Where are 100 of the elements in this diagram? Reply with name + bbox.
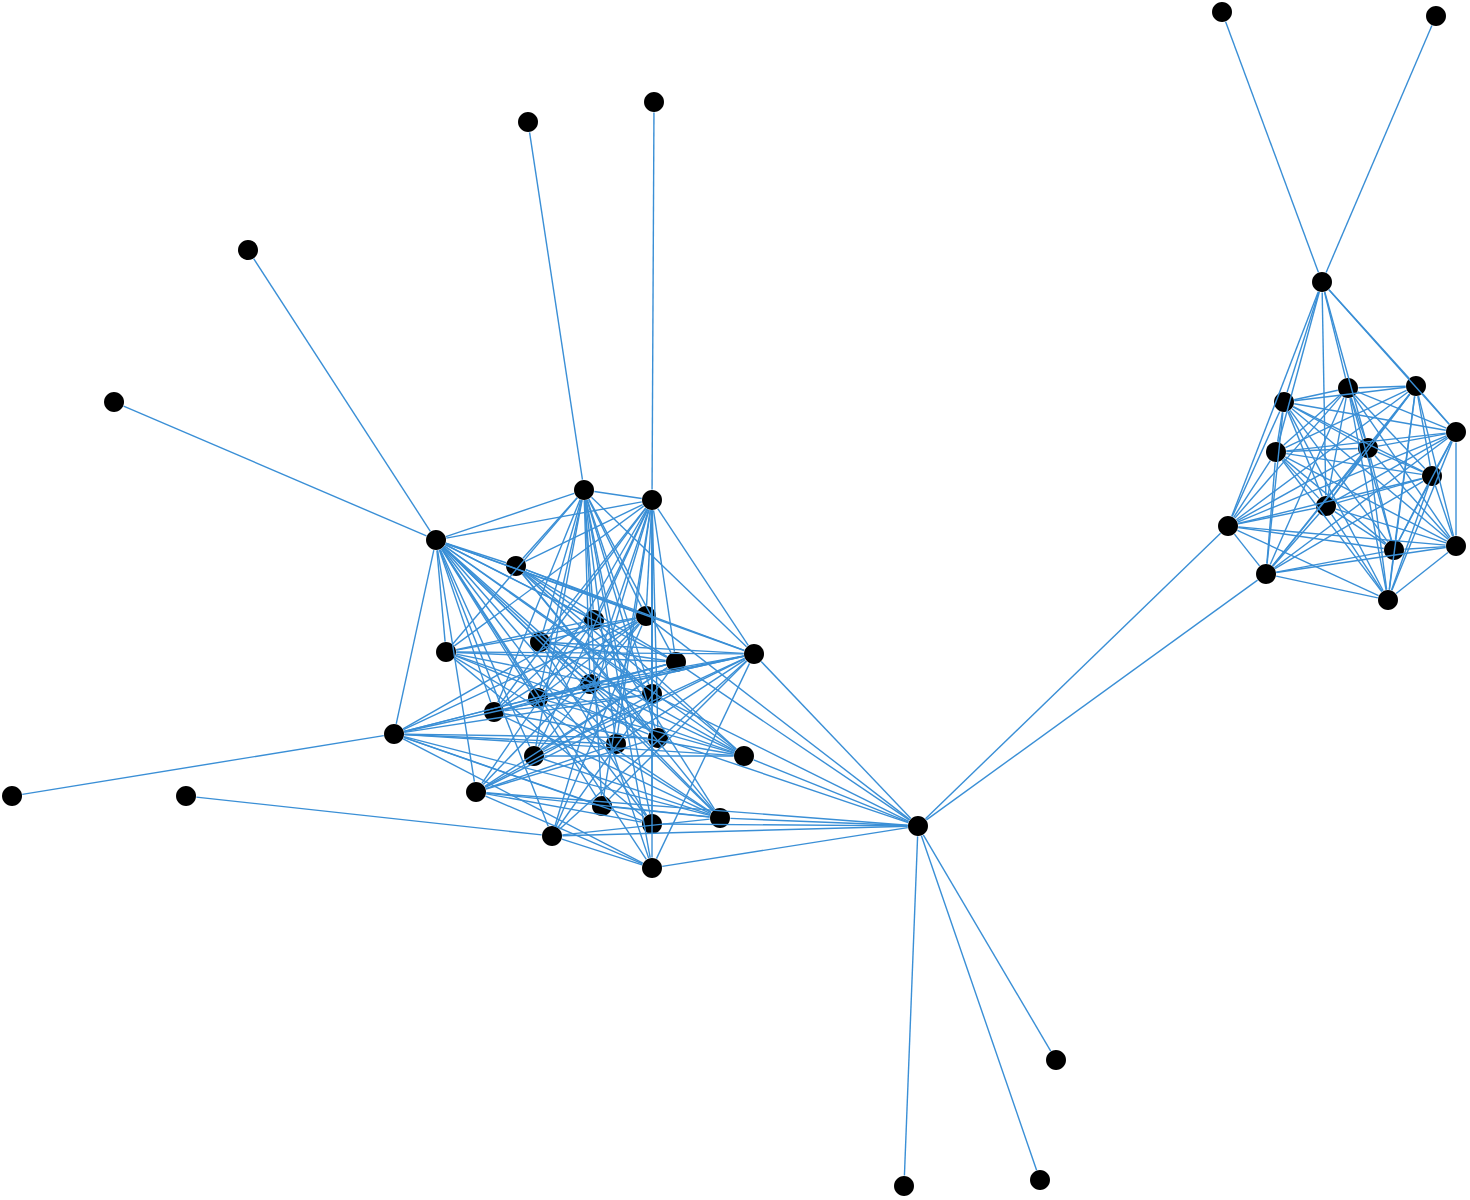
graph-node	[2, 786, 22, 806]
edge	[586, 499, 650, 685]
edge	[1369, 457, 1393, 541]
graph-node	[384, 724, 404, 744]
edge	[1283, 457, 1387, 545]
edge	[543, 758, 711, 816]
graph-node	[580, 674, 600, 694]
edge	[653, 621, 911, 821]
edge	[624, 658, 746, 739]
edge	[455, 651, 667, 663]
graph-node	[1316, 496, 1336, 516]
edge	[455, 651, 745, 655]
edge	[439, 548, 531, 748]
edge	[521, 573, 653, 731]
edge	[438, 549, 492, 703]
edge	[1269, 396, 1345, 566]
graph-node	[1212, 2, 1232, 22]
edge	[445, 501, 643, 539]
edge	[1325, 24, 1433, 274]
edge	[528, 131, 584, 481]
edge	[1349, 397, 1387, 591]
edge	[403, 694, 643, 734]
graph-node	[176, 786, 196, 806]
graph-node	[506, 556, 526, 576]
edge	[1350, 397, 1392, 541]
edge	[1278, 291, 1320, 443]
edge	[1436, 440, 1452, 468]
edge	[499, 507, 647, 705]
edge	[1285, 432, 1447, 452]
edge	[1388, 395, 1416, 591]
edge	[497, 498, 581, 704]
edge	[455, 654, 735, 754]
edge	[522, 572, 646, 688]
edge	[1334, 436, 1448, 502]
edge	[1398, 484, 1428, 542]
edge	[1275, 546, 1447, 574]
edge	[1285, 447, 1359, 453]
graph-node	[744, 644, 764, 664]
edge	[455, 617, 637, 651]
edge	[1324, 291, 1366, 439]
edge	[403, 733, 735, 757]
graph-node	[484, 702, 504, 722]
graph-node	[426, 530, 446, 550]
edge	[1434, 485, 1454, 537]
edge	[443, 545, 645, 689]
graph-node	[606, 734, 626, 754]
edge	[1328, 289, 1410, 379]
graph-node	[666, 652, 686, 672]
edge	[484, 795, 644, 865]
graph-node	[1358, 438, 1378, 458]
edge	[539, 499, 583, 689]
edge	[452, 497, 578, 645]
edge	[548, 646, 736, 752]
edge	[440, 548, 598, 798]
graph-node	[542, 826, 562, 846]
graph-node	[530, 632, 550, 652]
edge	[436, 549, 476, 783]
edge	[596, 690, 714, 812]
edge	[660, 697, 910, 823]
edge	[554, 509, 650, 827]
edge	[443, 545, 737, 751]
edge	[485, 792, 909, 826]
edge	[1388, 559, 1394, 591]
edge	[1234, 395, 1342, 519]
edge	[1390, 485, 1430, 591]
edge	[442, 547, 610, 737]
edge	[402, 624, 586, 730]
edge	[524, 503, 644, 563]
edge	[523, 571, 587, 615]
edge	[436, 549, 446, 643]
edge	[1323, 291, 1347, 379]
edge	[1231, 291, 1319, 517]
edge	[1282, 458, 1320, 500]
edge	[1289, 409, 1389, 543]
edge	[484, 666, 668, 788]
edge	[21, 734, 385, 796]
edge	[1232, 460, 1272, 518]
edge	[1224, 21, 1320, 273]
edge	[1235, 391, 1409, 521]
edge	[590, 496, 748, 648]
edge	[922, 834, 1052, 1052]
edge	[445, 542, 637, 614]
edge	[402, 619, 638, 731]
edge	[1455, 441, 1457, 537]
edge	[523, 571, 737, 751]
edge	[925, 579, 1259, 821]
graph-node	[1274, 392, 1294, 412]
edge	[1354, 394, 1426, 470]
edge	[903, 835, 919, 1177]
graph-node	[644, 92, 664, 112]
edge	[1327, 397, 1347, 497]
edge	[1291, 407, 1449, 541]
edge	[122, 405, 428, 537]
graph-node	[238, 240, 258, 260]
edge	[542, 657, 746, 753]
edge	[608, 660, 748, 800]
edge	[1237, 507, 1317, 525]
edge	[403, 735, 711, 817]
graph-node	[894, 1176, 914, 1196]
graph-node	[1426, 6, 1446, 26]
